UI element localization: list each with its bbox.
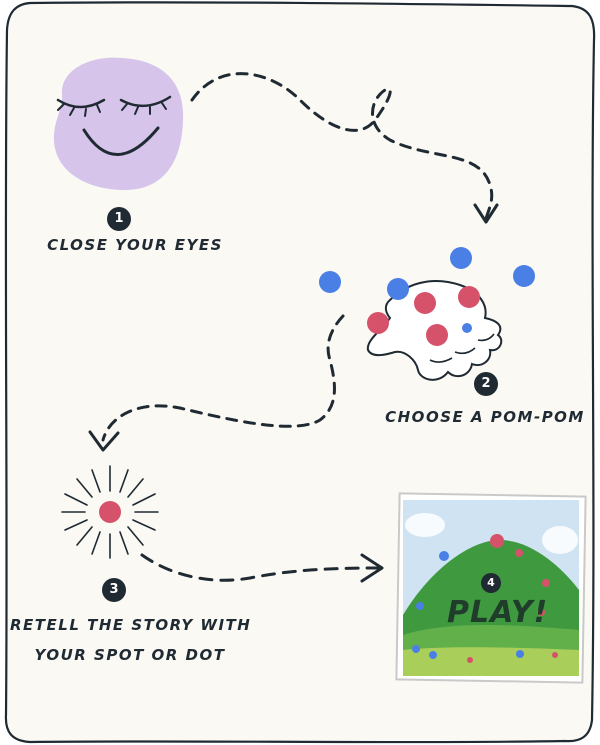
smiling-face-icon (53, 57, 184, 190)
arrowhead-3-to-4 (360, 553, 384, 583)
step-3-label-line1: RETELL THE STORY WITH (10, 616, 252, 634)
hand-with-pom-poms-icon (319, 247, 535, 381)
step-4-badge: 4 (481, 573, 501, 593)
step-2-badge: 2 (474, 372, 498, 396)
step-1-badge: 1 (107, 207, 131, 231)
step-3-badge: 3 (102, 578, 126, 602)
dot-burst-icon (61, 465, 159, 559)
dashed-arrow-1-to-2 (190, 72, 494, 224)
step-1-label: CLOSE YOUR EYES (47, 236, 223, 254)
dashed-arrow-3-to-4 (140, 553, 380, 582)
step-2-label: CHOOSE A POM-POM (385, 408, 585, 426)
step-3-label-line2: YOUR SPOT OR DOT (34, 646, 226, 664)
step-4-label: PLAY! (447, 595, 549, 630)
dashed-arrow-2-to-3 (101, 314, 345, 442)
arrowhead-2-to-3 (88, 430, 120, 452)
arrowhead-1-to-2 (473, 203, 499, 224)
